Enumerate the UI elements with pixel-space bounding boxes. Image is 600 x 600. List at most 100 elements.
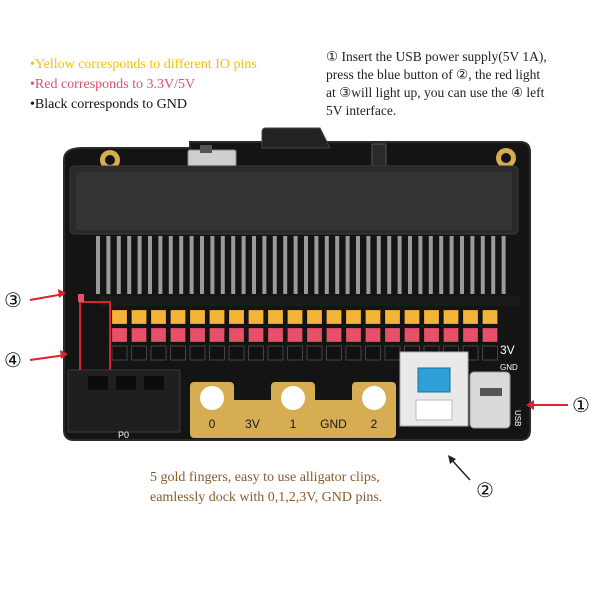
connector-contact (324, 236, 329, 294)
connector-contact (418, 236, 423, 294)
usb-port (469, 371, 511, 429)
usb-label: USB (513, 410, 522, 426)
alligator-clip-hole (281, 386, 305, 410)
connector-contact (179, 236, 184, 294)
io-pin (189, 309, 206, 325)
connector-contact (262, 236, 267, 294)
connector-contact (397, 236, 402, 294)
battery-connector (261, 127, 331, 149)
legend: •Yellow corresponds to different IO pins… (30, 55, 257, 115)
connector-contact (293, 236, 298, 294)
connector-contact (200, 236, 204, 294)
power-pin (365, 327, 381, 343)
top-connector (371, 143, 387, 169)
gnd-pin (326, 345, 342, 361)
connector-contact (137, 236, 142, 294)
power-pin (267, 327, 284, 343)
gold-finger-pad (230, 400, 275, 438)
io-pin (326, 309, 342, 325)
connector-contact (148, 236, 152, 294)
connector-contact (158, 236, 163, 294)
gnd-pin (482, 345, 498, 361)
connector-contact (314, 236, 319, 294)
instruction-line-3: at ③will light up, you can use the ④ lef… (326, 85, 545, 100)
power-pin (150, 327, 167, 343)
connector-contact (428, 236, 433, 294)
connector-contact (189, 236, 194, 294)
gnd-pin (209, 345, 225, 361)
gold-finger-label: 1 (290, 417, 297, 431)
instruction-line-4: 5V interface. (326, 103, 397, 118)
caption-line-1: 5 gold fingers, easy to use alligator cl… (150, 470, 380, 485)
power-pin (423, 327, 440, 343)
callout-1: ① (572, 393, 590, 417)
connector-contact (304, 236, 308, 294)
gnd-pin (189, 345, 206, 361)
io-pin (287, 309, 303, 325)
io-pin (267, 309, 284, 325)
caption-line-2: eamlessly dock with 0,1,2,3V, GND pins. (150, 490, 383, 505)
io-pin (482, 309, 498, 325)
arrow-3 (29, 293, 65, 301)
legend-red: •Red corresponds to 3.3V/5V (30, 77, 196, 92)
gnd-pin (228, 345, 245, 361)
power-pin (482, 327, 498, 343)
red-led (78, 294, 84, 302)
connector-contact (366, 236, 371, 294)
arrow-2 (449, 457, 471, 481)
power-pin (228, 327, 245, 343)
gold-finger-label: 0 (209, 417, 216, 431)
io-pin (150, 309, 167, 325)
connector-contact (376, 236, 381, 294)
power-pin (306, 327, 323, 343)
instruction-line-1: ① Insert the USB power supply(5V 1A), (326, 49, 547, 64)
power-pin (443, 327, 459, 343)
io-pin (111, 309, 128, 325)
gnd-pin (345, 345, 362, 361)
gold-finger-label: 3V (245, 417, 260, 431)
gnd-pin (365, 345, 381, 361)
pin-header-rows (111, 309, 498, 361)
connector-contact (387, 236, 392, 294)
power-pin (170, 327, 186, 343)
gnd-pin (150, 345, 167, 361)
gold-finger-label: 2 (371, 417, 378, 431)
connector-contact (356, 236, 360, 294)
connector-contact (283, 236, 288, 294)
power-pin (111, 327, 128, 343)
connector-contact (96, 236, 100, 294)
io-pin (404, 309, 420, 325)
connector-contact (408, 236, 412, 294)
connector-contact (127, 236, 132, 294)
connector-contact (241, 236, 246, 294)
power-pin (248, 327, 264, 343)
connector-contact (272, 236, 277, 294)
power-pin (131, 327, 147, 343)
gnd-pin (131, 345, 147, 361)
gold-finger-pad (311, 400, 356, 438)
io-pin (170, 309, 186, 325)
connector-contact (470, 236, 475, 294)
connector-contact (168, 236, 173, 294)
gnd-label: GND (500, 363, 518, 372)
connector-contact (480, 236, 485, 294)
gnd-pin (248, 345, 264, 361)
gnd-pin (111, 345, 128, 361)
power-pin (462, 327, 479, 343)
connector-contact (231, 236, 236, 294)
legend-black: •Black corresponds to GND (30, 97, 187, 112)
gnd-pin (267, 345, 284, 361)
io-pin (462, 309, 479, 325)
gnd-pin (384, 345, 401, 361)
io-pin (306, 309, 323, 325)
io-pin (209, 309, 225, 325)
alligator-clip-hole (362, 386, 386, 410)
connector-contact (106, 236, 111, 294)
io-pin (443, 309, 459, 325)
connector-contact (491, 236, 496, 294)
connector-contact (345, 236, 350, 294)
connector-contact (252, 236, 256, 294)
connector-contact (116, 236, 121, 294)
power-pin (384, 327, 401, 343)
